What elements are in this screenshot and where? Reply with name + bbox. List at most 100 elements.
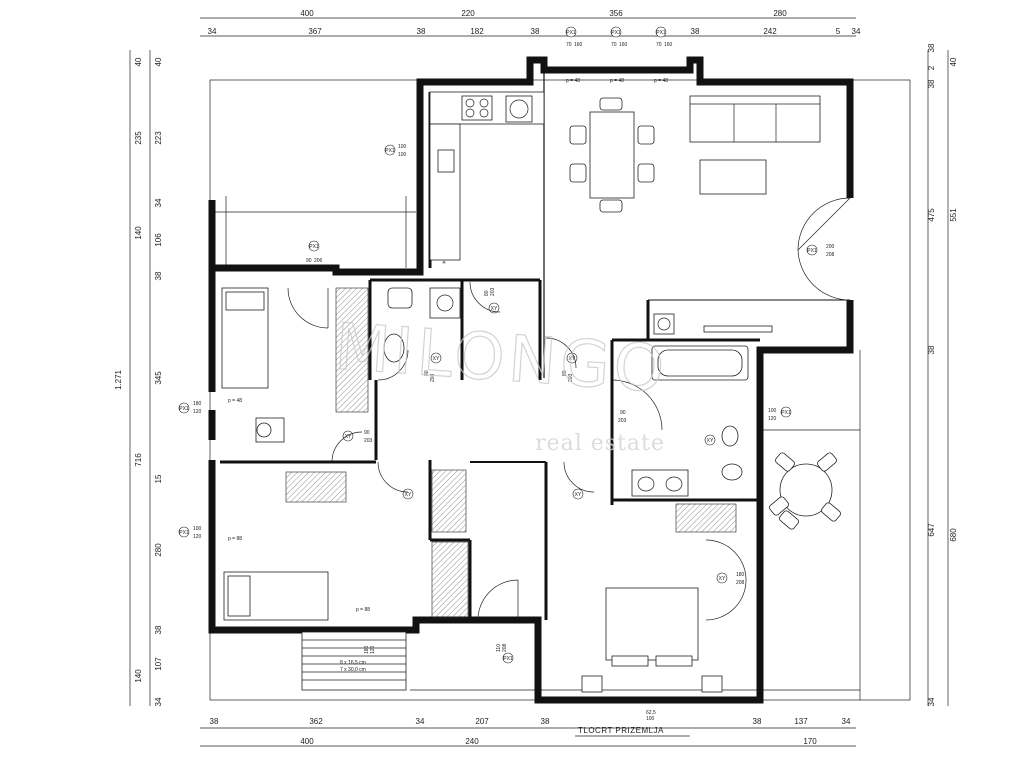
idoor-7: 203: [364, 438, 373, 444]
tag-wc1: XY: [433, 356, 440, 362]
dims-right-outer: 40 551 680: [949, 57, 958, 542]
bed1-side-w: 180: [193, 401, 202, 407]
bathroom: PX1 100 120: [611, 345, 792, 497]
tag-wc7: XY: [707, 438, 714, 444]
dims-bottom-outer: 400 240 170: [300, 737, 817, 746]
stairs-note-0: 8 x 16,5 cm: [340, 660, 366, 666]
parapet-1: p = 48: [610, 78, 624, 84]
wc-block: XY XY XY XY XY XY XY XY 180 208 80 203 8…: [331, 281, 745, 586]
top-open-1: 160: [574, 42, 583, 48]
dim-right-inner-6: 34: [927, 697, 936, 706]
idoor-0: 80: [424, 370, 430, 376]
dims-bottom-inner: 38 362 34 207 38 38 137 34: [210, 717, 851, 726]
dim-right-inner-3: 475: [927, 208, 936, 222]
hallway: PX1 110 208: [477, 579, 519, 664]
idoor-2: 80: [484, 290, 490, 296]
exterior-walls: [208, 56, 854, 704]
stairs-dim-0: 180: [364, 645, 370, 654]
top-open-0: 70: [566, 42, 572, 48]
dim-right-outer-0: 40: [949, 57, 958, 66]
top-tag-0: PX1: [566, 30, 576, 36]
idoor-3: 203: [490, 287, 496, 296]
dim-left-inner-10: 34: [154, 697, 163, 706]
dim-bot-inner-3: 207: [475, 717, 489, 726]
dim-bot-outer-2: 170: [803, 737, 817, 746]
tag-hall-door: PX1: [503, 656, 513, 662]
dim-right-outer-2: 680: [949, 528, 958, 542]
tag-wc4: XY: [345, 434, 352, 440]
dim-right-inner-2: 38: [927, 79, 936, 88]
kitchen-window-tag: PX1 100 100: [384, 144, 407, 158]
dim-bot-inner-5: 38: [753, 717, 762, 726]
dim-left-inner-3: 106: [154, 233, 163, 247]
bath-win-h: 120: [768, 416, 777, 422]
wardrobes: [285, 469, 737, 619]
dim-bot-outer-0: 400: [300, 737, 314, 746]
tag-bed1-window: PX1: [309, 244, 319, 250]
living-room: PX1 200 208: [569, 95, 851, 335]
dim-right-inner-1: 2: [927, 65, 936, 70]
bed2-win-w: 100: [193, 526, 202, 532]
door-entrance-h: 208: [826, 252, 835, 258]
dims-left-outer: 40 235 140 1.271 716 140: [114, 57, 143, 683]
bottom-door-1: 100: [646, 716, 655, 722]
bottom-door-0: 62,5: [646, 710, 656, 716]
tag-wc3: XY: [569, 356, 576, 362]
dims-right-inner: 38 2 38 475 38 647 34: [927, 43, 936, 706]
dim-bot-inner-0: 38: [210, 717, 219, 726]
stairs-note-1: 7 x 30,0 cm: [340, 667, 366, 673]
hall-door-w: 110: [496, 644, 502, 652]
dim-right-outer-1: 551: [949, 208, 958, 222]
dim-left-inner-9: 107: [154, 657, 163, 671]
tag-wc2: XY: [491, 306, 498, 312]
stairs-dim-1: 120: [370, 645, 376, 654]
bed1-win-h: 206: [314, 258, 323, 264]
dim-top-outer-2: 356: [609, 9, 623, 18]
dim-bot-inner-2: 34: [416, 717, 425, 726]
top-tag-2: PX1: [656, 30, 666, 36]
kitchen-win-w: 100: [398, 144, 407, 150]
dim-top-outer-0: 400: [300, 9, 314, 18]
parapet-5: p = 88: [356, 607, 370, 613]
dimension-lines: [129, 17, 949, 747]
dim-left-inner-0: 40: [154, 57, 163, 66]
dim-top-outer-3: 280: [773, 9, 787, 18]
tag-kitchen-window: PX1: [385, 148, 395, 154]
idoor-5: 203: [568, 373, 574, 382]
dim-left-inner-4: 38: [154, 271, 163, 280]
bed3-win-h: 208: [736, 580, 745, 586]
idoor-6: 90: [364, 430, 370, 436]
dims-left-inner: 40 223 34 106 38 345 15 280 38 107 34: [154, 57, 163, 706]
top-tag-1: PX1: [611, 30, 621, 36]
kitchen-vent-icon: ✳: [442, 260, 446, 266]
bedroom-3: 62,5 100: [581, 539, 747, 722]
entrance-stairs: 8 x 16,5 cm 7 x 30,0 cm 180 120: [301, 631, 407, 691]
dim-top-inner-6: 242: [763, 27, 777, 36]
dim-left-inner-2: 34: [154, 198, 163, 207]
bed3-win-w: 180: [736, 572, 745, 578]
dim-left-inner-5: 345: [154, 371, 163, 385]
bed1-win-w: 90: [306, 258, 312, 264]
watermark-sub: real estate: [535, 431, 665, 456]
tag-wc6: XY: [575, 492, 582, 498]
dim-left-outer-2: 140: [134, 226, 143, 240]
dim-bot-inner-6: 137: [794, 717, 808, 726]
door-tag-entrance: PX1: [807, 248, 817, 254]
idoor-4: 80: [562, 370, 568, 376]
bed1-side-h: 120: [193, 409, 202, 415]
watermark: MILONGO real estate: [332, 310, 671, 456]
dim-top-inner-3: 182: [470, 27, 484, 36]
dim-top-inner-8: 34: [852, 27, 861, 36]
top-open-5: 160: [664, 42, 673, 48]
parapet-labels: p = 48 p = 48 p = 48 p = 48 p = 88 p = 8…: [228, 78, 668, 613]
interior-walls: [220, 70, 850, 620]
dim-left-outer-4: 716: [134, 453, 143, 467]
top-open-2: 70: [611, 42, 617, 48]
dim-left-inner-7: 280: [154, 543, 163, 557]
dim-bot-outer-1: 240: [465, 737, 479, 746]
bed2-win-h: 120: [193, 534, 202, 540]
door-entrance-w: 200: [826, 244, 835, 250]
plan-title-block: TLOCRT PRIZEMLJA: [575, 726, 690, 737]
watermark-brand: MILONGO: [332, 311, 670, 408]
